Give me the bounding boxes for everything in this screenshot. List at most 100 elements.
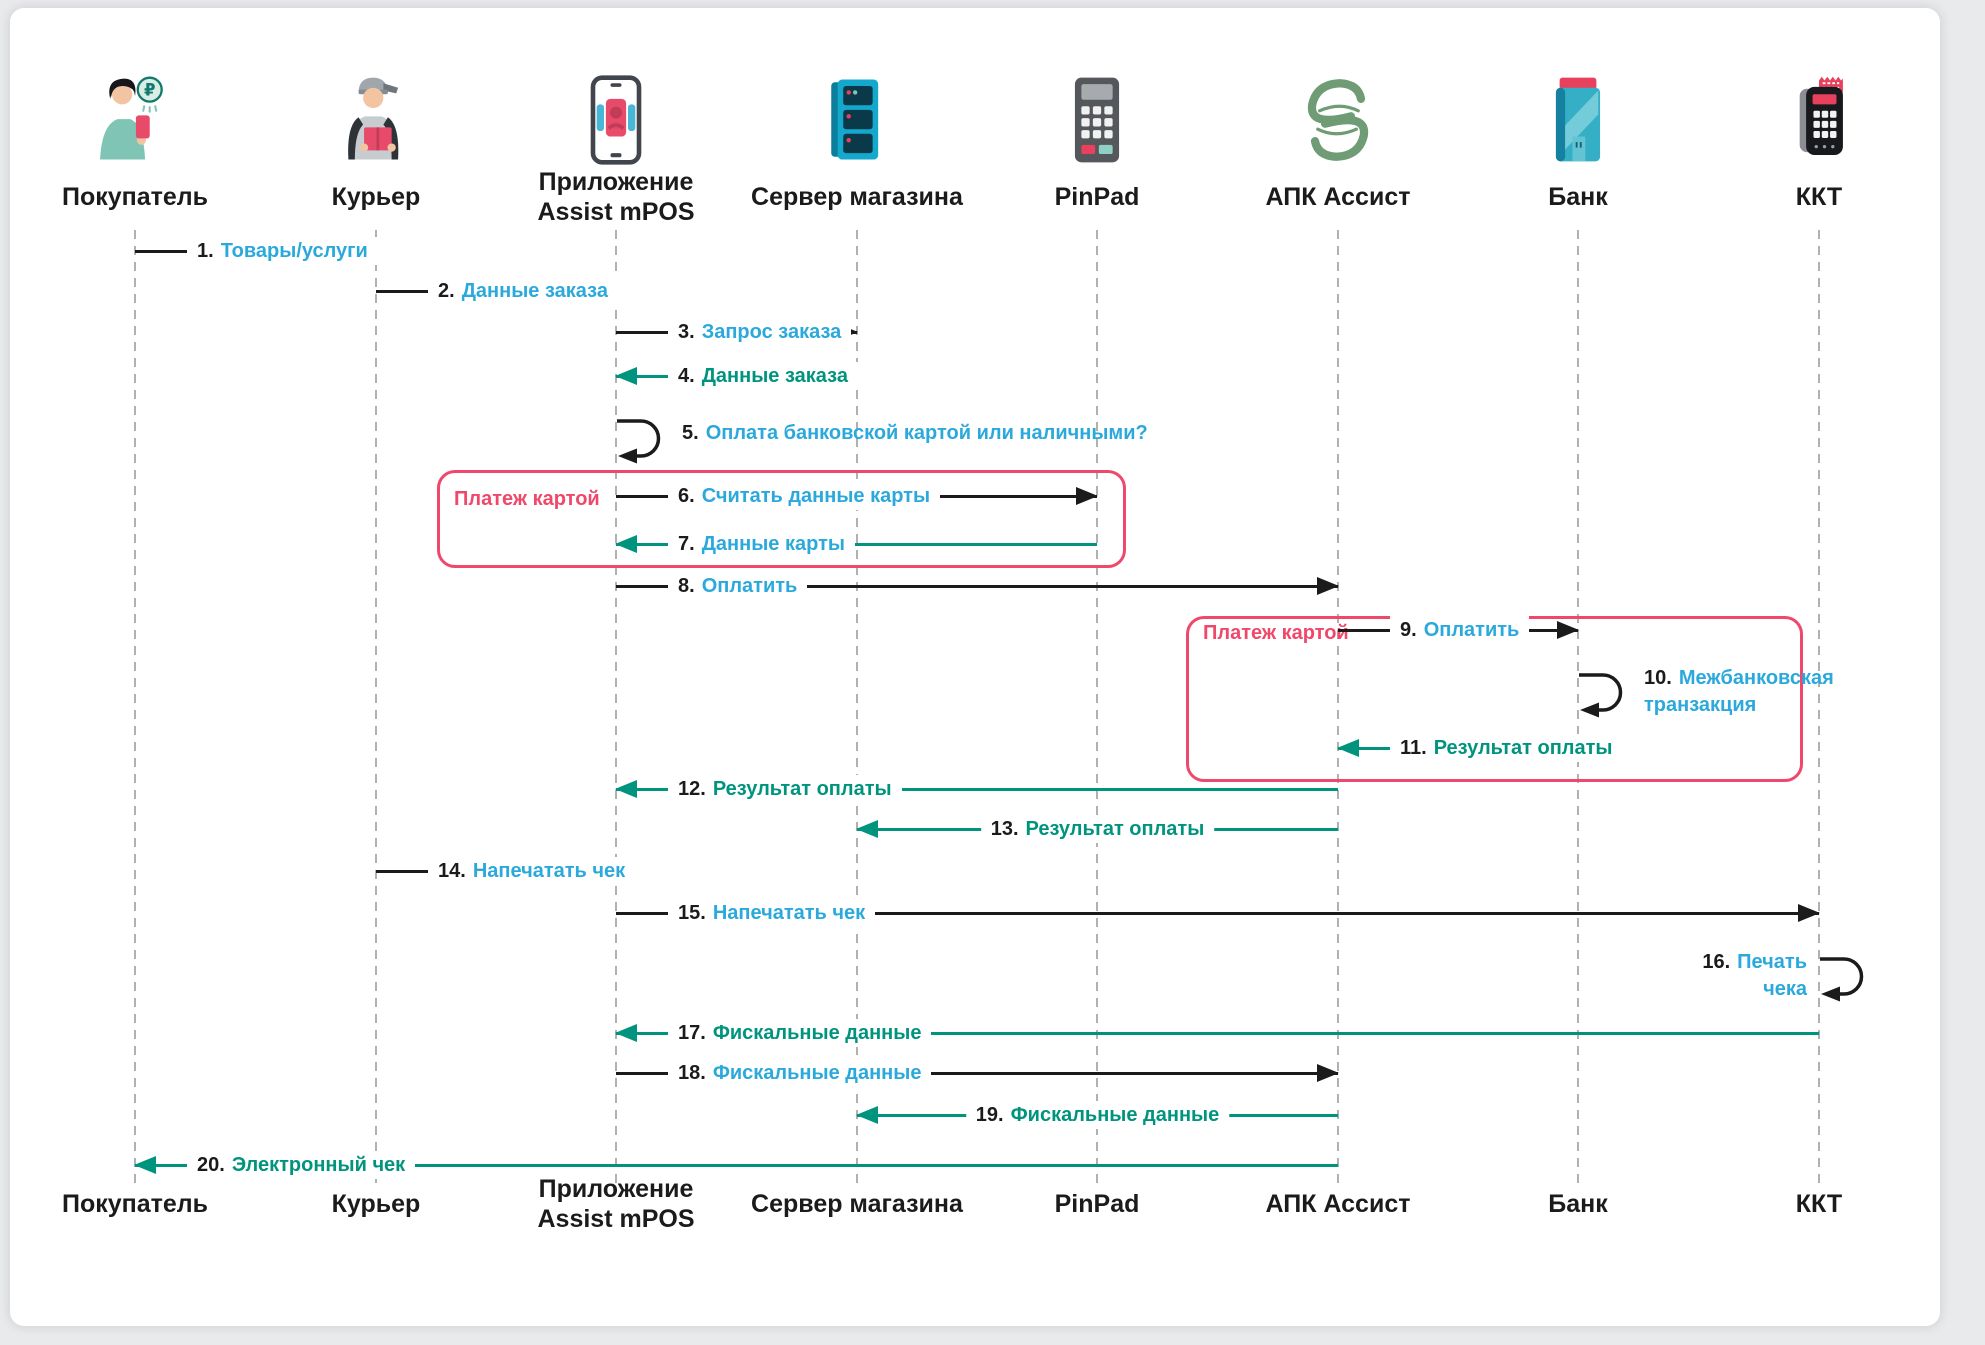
actor-buyer: ₽ Покупатель [5, 74, 265, 228]
message-line [616, 584, 1338, 588]
actor-label-line: Assist mPOS [537, 1205, 695, 1233]
message-number: 17. [678, 1022, 706, 1044]
actor-server: Сервер магазина [727, 74, 987, 228]
message-label: 12.Результат оплаты [668, 775, 902, 803]
message-text: Фискальные данные [712, 1062, 922, 1084]
message-text: Запрос заказа [701, 321, 842, 343]
actor-pinpad: PinPad [967, 74, 1227, 228]
lifeline-app [614, 230, 618, 1186]
courier-icon [246, 74, 506, 166]
message-text: Оплатить [701, 575, 798, 597]
message-number: 1. [197, 240, 214, 262]
arrowhead-right-icon [1557, 621, 1579, 639]
actor-label-line: Банк [1548, 183, 1608, 211]
message-text: Печать [1737, 951, 1807, 973]
buyer-icon: ₽ [5, 74, 265, 166]
message-label: 20. Электронный чек [187, 1151, 416, 1179]
actor-pinpad-bottom: PinPad [967, 1172, 1227, 1236]
actor-label: АПК Ассист [1208, 1172, 1468, 1236]
message-text: Данные карты [701, 533, 845, 555]
message-text: Товары/услуги [220, 240, 368, 262]
bank-card-icon [1448, 74, 1708, 166]
message-number: 15. [678, 902, 706, 924]
message-label: 18. Фискальные данные [668, 1059, 932, 1087]
actor-label: АПК Ассист [1208, 166, 1468, 228]
message-number: 2. [438, 280, 455, 302]
actor-label-line: Покупатель [61, 183, 209, 211]
message-text: транзакция [1644, 693, 1757, 716]
actor-label-line: Банк [1548, 1190, 1608, 1218]
message-text: Результат оплаты [1025, 818, 1205, 840]
message-label: 17. Фискальные данные [668, 1019, 932, 1047]
actor-label-line: АПК Ассист [1265, 183, 1411, 211]
message-line [616, 787, 1338, 791]
actor-server-bottom: Сервер магазина [727, 1172, 987, 1236]
actor-bank: Банк [1448, 74, 1708, 228]
actor-courier-bottom: Курьер [246, 1172, 506, 1236]
actor-label-line: PinPad [1054, 1190, 1140, 1218]
message-number: 6. [678, 485, 695, 507]
message-number: 11. [1400, 737, 1427, 759]
message-text: Оплатить [1423, 619, 1520, 641]
actor-label-line: АПК Ассист [1265, 1190, 1411, 1218]
message-number: 4. [678, 365, 695, 387]
actor-label: Курьер [246, 1172, 506, 1236]
message-label: 8.Оплатить [668, 572, 808, 600]
actor-label: Покупатель [5, 1172, 265, 1236]
message-number: 9. [1400, 619, 1417, 641]
message-text: Считать данные карты [701, 485, 931, 507]
message-text: Оплата банковской картой или наличными? [705, 422, 1148, 444]
pinpad-icon [1074, 77, 1120, 163]
actor-label-line: Курьер [331, 183, 421, 211]
actor-label: Банк [1448, 166, 1708, 228]
arrowhead-left-icon [615, 535, 637, 553]
message-text: Данные заказа [701, 365, 848, 387]
arrowhead-left-icon [1337, 739, 1359, 757]
lifeline-bank [1576, 230, 1580, 1186]
message-text: Напечатать чек [712, 902, 866, 924]
actor-assist: АПК Ассист [1208, 74, 1468, 228]
message-text: чека [1763, 977, 1807, 1000]
actor-label: Курьер [246, 166, 506, 228]
actor-label: Сервер магазина [727, 166, 987, 228]
lifeline-courier [374, 230, 378, 1186]
message-label: 14.Напечатать чек [428, 857, 636, 885]
kkt-terminal-icon [1799, 76, 1843, 155]
message-text: Фискальные данные [712, 1022, 922, 1044]
buyer-icon: ₽ [100, 76, 163, 160]
actor-label-line: Покупатель [61, 1190, 209, 1218]
fragment-card-payment: Платеж картой [437, 470, 1126, 568]
message-text: Фискальные данные [1010, 1104, 1220, 1126]
actor-label: PinPad [967, 1172, 1227, 1236]
message-number: 20. [197, 1154, 225, 1176]
message-line [135, 1163, 1338, 1167]
self-message-line: 10.Межбанковская [1644, 665, 1834, 692]
self-message-line: 5.Оплата банковской картой или наличными… [682, 420, 1148, 447]
actor-label-line: Приложение [538, 168, 694, 196]
message-text: Напечатать чек [472, 860, 626, 882]
arrowhead-right-icon [1317, 1064, 1339, 1082]
self-message-label: 5.Оплата банковской картой или наличными… [682, 420, 1148, 447]
kkt-terminal-icon [1689, 74, 1949, 166]
lifeline-server [855, 230, 859, 1186]
actor-label: ККТ [1689, 166, 1949, 228]
message-text: Данные заказа [461, 280, 608, 302]
arrowhead-right-icon [1317, 577, 1339, 595]
actor-label-line: Сервер магазина [751, 183, 963, 211]
message-number: 18. [678, 1062, 706, 1084]
arrowhead-left-icon [856, 820, 878, 838]
arrowhead-left-icon [615, 780, 637, 798]
message-line [616, 1031, 1819, 1035]
message-label: 19.Фискальные данные [965, 1101, 1230, 1129]
message-text: Электронный чек [231, 1154, 406, 1176]
arrowhead-left-icon [615, 1024, 637, 1042]
pinpad-icon [967, 74, 1227, 166]
actor-kkt-bottom: ККТ [1689, 1172, 1949, 1236]
message-text: Результат оплаты [1433, 737, 1613, 759]
assist-logo-icon [1208, 74, 1468, 166]
actor-label: Банк [1448, 1172, 1708, 1236]
